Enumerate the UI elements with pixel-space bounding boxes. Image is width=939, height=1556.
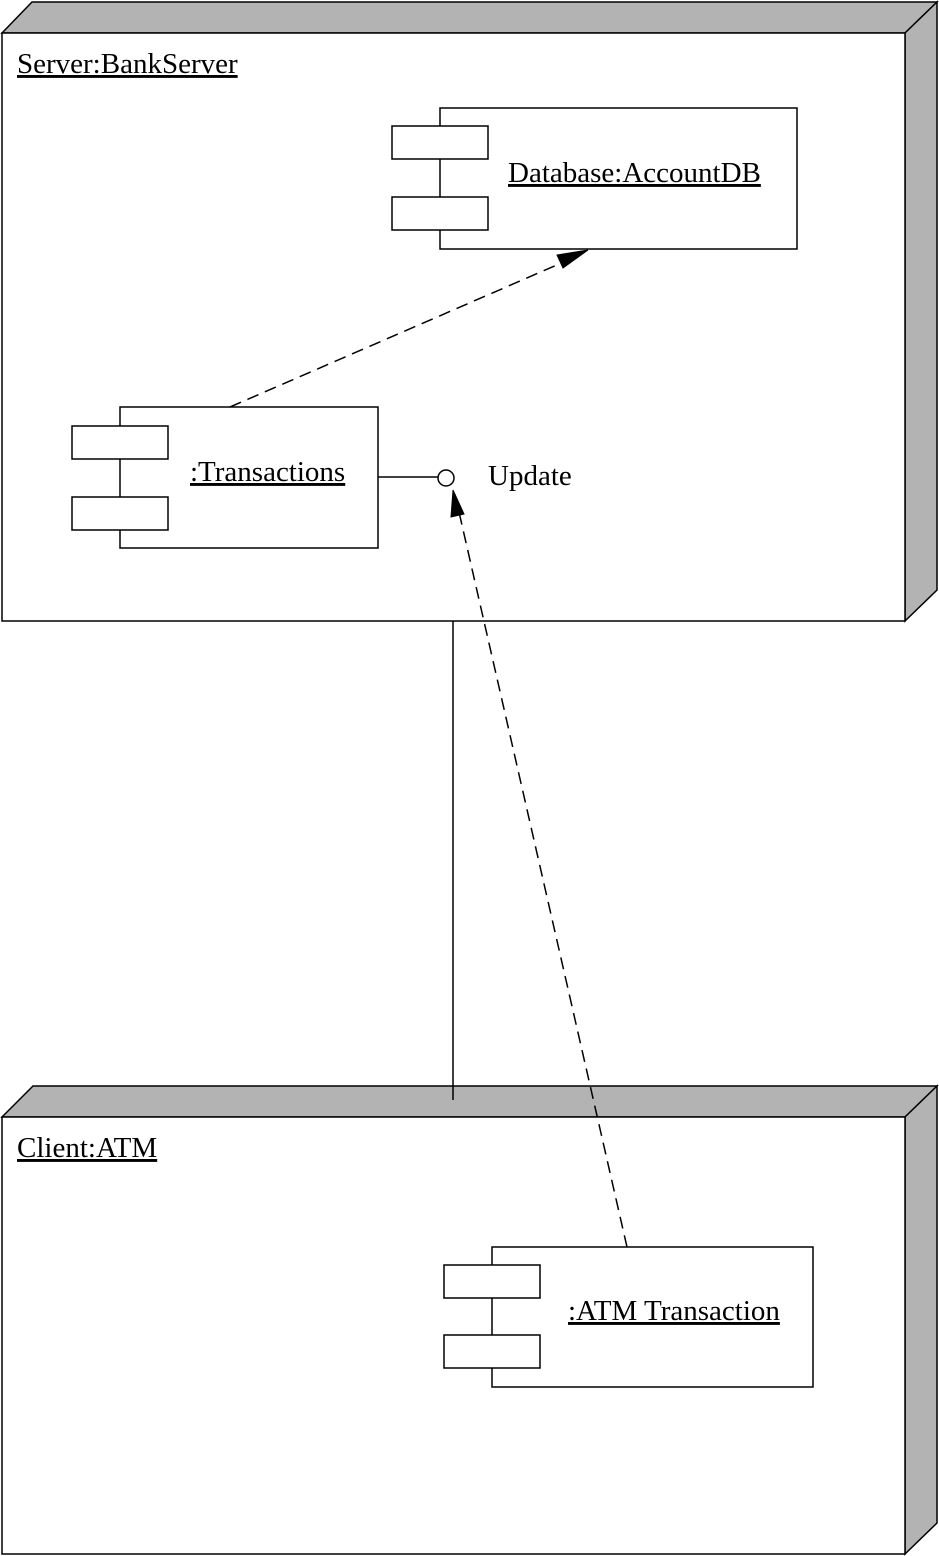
account-db-body [439,107,798,250]
account-db-component: Database:AccountDB [391,107,798,250]
dependency-transactions-to-db [229,249,589,408]
transactions-port-bottom [71,496,169,531]
transactions-port-top [71,425,169,460]
atm-transaction-port-top [443,1264,541,1299]
atm-transaction-component: :ATM Transaction [443,1246,814,1388]
client-node-top [0,1085,939,1118]
account-db-port-top [391,125,489,160]
dependency-arrowhead [556,249,589,269]
dependency-line [229,260,567,408]
update-interface-label: Update [488,460,572,492]
atm-transaction-label: :ATM Transaction [568,1295,780,1327]
server-node-label: Server:BankServer [17,48,238,80]
server-node-top [0,1,939,34]
account-db-label: Database:AccountDB [508,157,761,189]
client-node-label: Client:ATM [17,1132,157,1164]
transactions-label: :Transactions [190,456,345,488]
account-db-port-bottom [391,196,489,231]
update-interface: Update [378,460,572,492]
atm-transaction-body [491,1246,814,1388]
dependency-arrowhead [450,489,465,518]
server-node-side [904,0,938,623]
dependency-line [458,511,628,1248]
atm-transaction-port-bottom [443,1334,541,1369]
client-node-side [904,1084,938,1556]
update-interface-circle [437,469,455,487]
dependency-atm-to-update [450,489,628,1248]
transactions-component: :Transactions [71,406,379,549]
